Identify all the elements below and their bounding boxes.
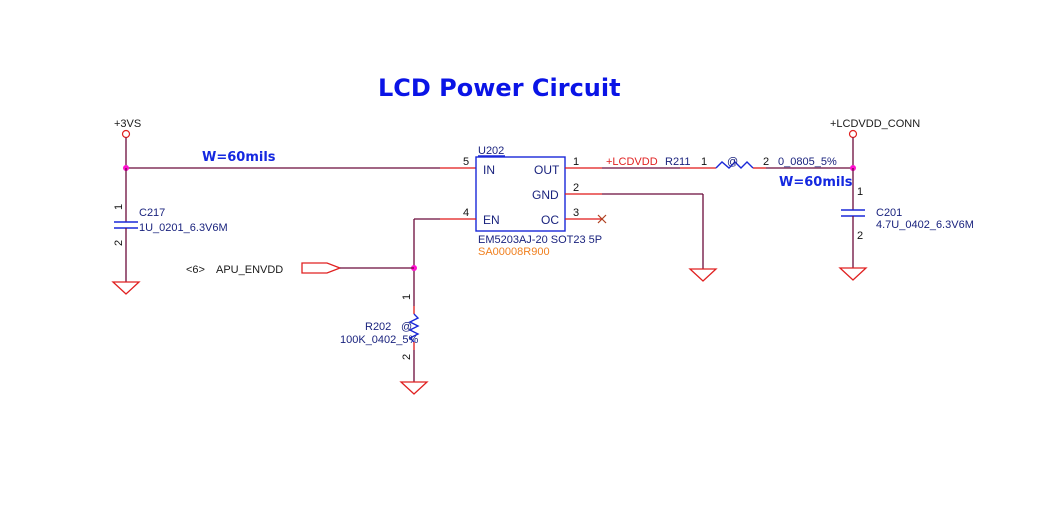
net-label-lcdvdd: +LCDVDD: [606, 156, 658, 168]
ic-pin-out-number: 1: [573, 156, 579, 168]
off-page-connector-apu-envdd[interactable]: <6> APU_ENVDD: [186, 262, 342, 276]
ic-pin-gnd-number: 2: [573, 182, 579, 194]
schematic-title: LCD Power Circuit: [378, 74, 621, 102]
power-port-lcdvdd-conn-circle: [848, 129, 858, 139]
capacitor-c201[interactable]: 1 2 C201 4.7U_0402_6.3V6M: [841, 168, 974, 268]
c217-ref: C217: [139, 207, 165, 219]
power-port-3vs-label: +3VS: [114, 118, 141, 130]
ic-pin-in-number: 5: [463, 156, 469, 168]
r211-pin2-number: 2: [763, 156, 769, 168]
r211-pin1-number: 1: [701, 156, 707, 168]
ic-u202[interactable]: U202 IN EN OUT GND OC 5 4 1 2 3 EM5203AJ…: [463, 145, 602, 258]
ic-ref: U202: [478, 145, 504, 157]
ground-icon-c217: [111, 281, 141, 295]
power-port-lcdvdd-conn: +LCDVDD_CONN: [830, 118, 920, 139]
off-page-connector-arrow: [301, 262, 342, 274]
ground-icon-ic: [688, 268, 718, 282]
c201-pin1-number: 1: [857, 186, 863, 198]
r211-ref: R211: [665, 156, 690, 168]
apu-envdd-sheet-ref: <6>: [186, 264, 205, 276]
power-port-lcdvdd-conn-label: +LCDVDD_CONN: [830, 118, 920, 130]
ic-pin-oc-name: OC: [541, 213, 559, 227]
resistor-r211[interactable]: R211 1 @ 2 0_0805_5%: [665, 156, 837, 169]
r202-pin2-number: 2: [401, 354, 413, 360]
ic-pin-en-number: 4: [463, 207, 469, 219]
r211-zigzag: [715, 161, 754, 169]
ic-part-number: EM5203AJ-20 SOT23 5P: [478, 234, 602, 246]
c201-ref: C201: [876, 207, 902, 219]
ic-pin-in-name: IN: [483, 163, 495, 177]
r211-mark: @: [727, 156, 738, 168]
capacitor-c217[interactable]: 1 2 C217 1U_0201_6.3V6M: [113, 168, 228, 282]
power-port-3vs: +3VS: [114, 118, 141, 139]
power-port-3vs-circle: [121, 129, 131, 139]
ic-pin-oc-number: 3: [573, 207, 579, 219]
r202-pin1-number: 1: [401, 294, 413, 300]
ic-part-code: SA00008R900: [478, 246, 550, 258]
trace-width-output-label: W=60mils: [779, 175, 853, 190]
r211-value: 0_0805_5%: [778, 156, 837, 168]
c217-value: 1U_0201_6.3V6M: [139, 222, 228, 234]
c217-pin2-number: 2: [113, 240, 125, 246]
r202-value: 100K_0402_5%: [340, 334, 419, 346]
r202-zigzag: [408, 313, 420, 343]
resistor-r202[interactable]: 1 2 R202 @ 100K_0402_5%: [340, 294, 420, 382]
ground-icon-r202: [399, 381, 429, 395]
ground-icon-c201: [838, 267, 868, 281]
c217-pin1-number: 1: [113, 204, 125, 210]
ic-pin-gnd-name: GND: [532, 188, 559, 202]
r202-mark: @: [401, 321, 412, 333]
r202-ref: R202: [365, 321, 391, 333]
c201-pin2-number: 2: [857, 230, 863, 242]
ic-pin-out-name: OUT: [534, 163, 560, 177]
c201-value: 4.7U_0402_6.3V6M: [876, 219, 974, 231]
apu-envdd-label: APU_ENVDD: [216, 264, 283, 276]
trace-width-input-label: W=60mils: [202, 150, 276, 165]
ic-pin-en-name: EN: [483, 213, 500, 227]
no-connect-x-icon: [597, 214, 607, 224]
